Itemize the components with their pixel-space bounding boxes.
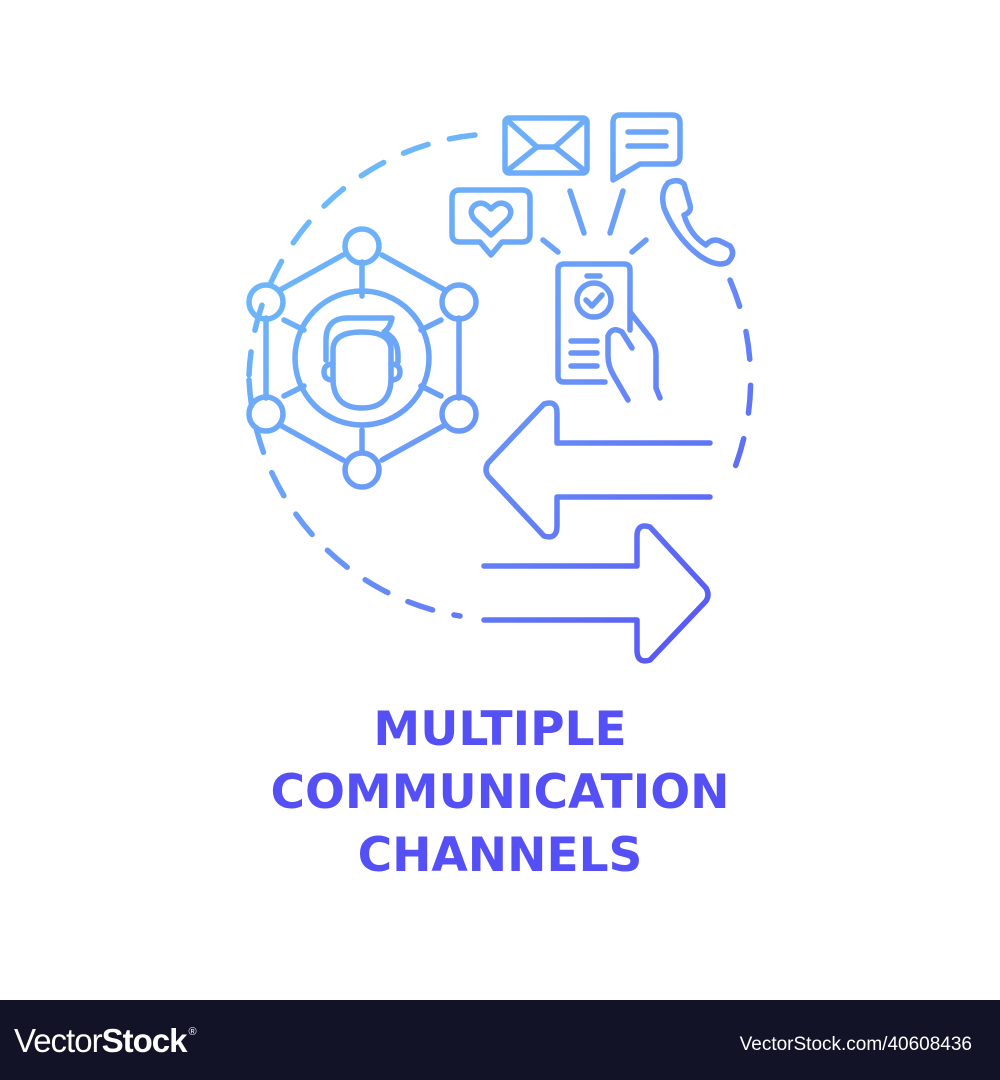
registered-mark: ®: [188, 1026, 196, 1038]
signal-lines: [540, 188, 649, 255]
watermark-footer: VectorStock® VectorStock.com/40608436: [0, 1000, 1000, 1080]
heart-message-icon: [449, 187, 533, 258]
chat-bubble-icon: [610, 112, 683, 183]
phone-handset-icon: [659, 178, 736, 267]
envelope-icon: [502, 115, 590, 176]
arrow-right-icon: [481, 523, 711, 664]
image-reference: VectorStock.com/40608436: [739, 1034, 972, 1055]
arrow-left-icon: [483, 400, 713, 540]
title-line-1: MULTIPLE: [373, 702, 627, 757]
illustration-title: MULTIPLE COMMUNICATION CHANNELS: [0, 698, 1000, 887]
communication-channels-illustration: [246, 112, 754, 664]
vectorstock-logo: VectorStock®: [14, 1022, 197, 1060]
network-user-icon: [246, 226, 479, 490]
title-line-3: CHANNELS: [357, 828, 643, 883]
brand-light: Vector: [14, 1022, 103, 1059]
smartphone-check-icon: [555, 261, 663, 403]
brand-bold: Stock: [101, 1022, 188, 1059]
title-line-2: COMMUNICATION: [270, 765, 730, 820]
